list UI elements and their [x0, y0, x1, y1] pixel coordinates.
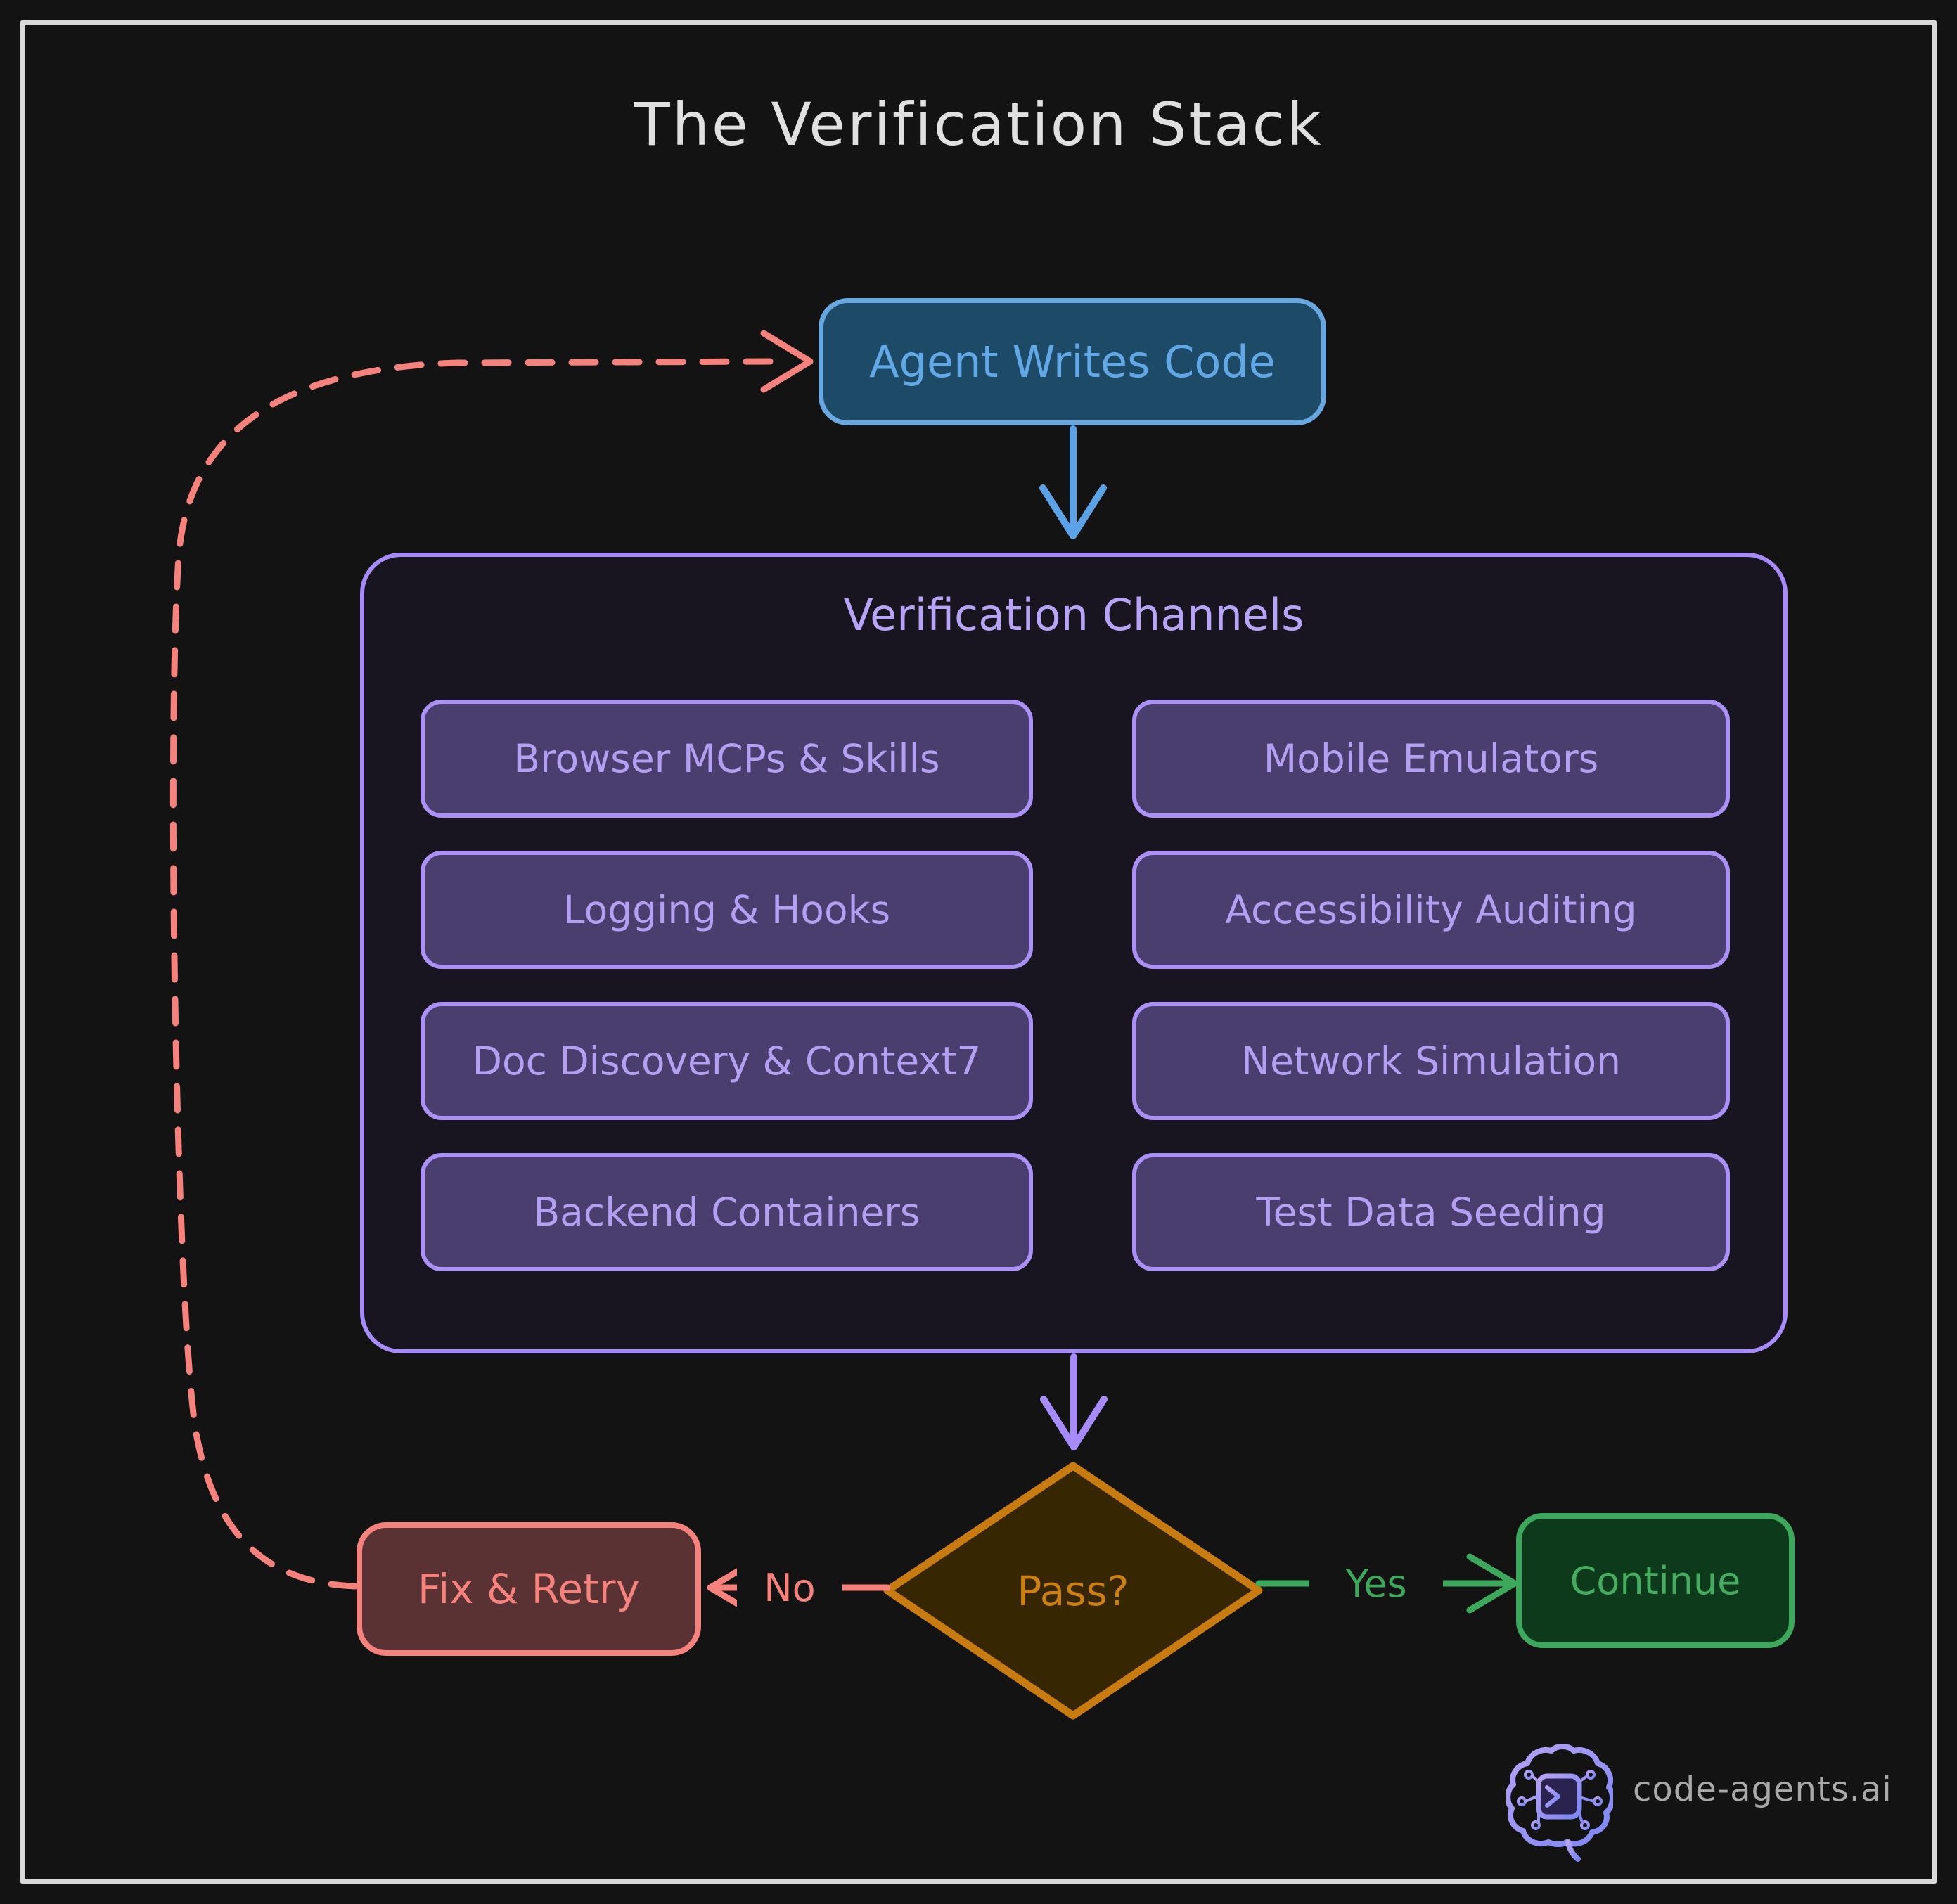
no-edge-label: No: [737, 1557, 842, 1619]
yes-edge-label: Yes: [1309, 1552, 1443, 1614]
brand-text: code-agents.ai: [1633, 1770, 1892, 1809]
channel-label: Network Simulation: [1240, 1038, 1622, 1083]
channel-label: Browser MCPs & Skills: [513, 736, 940, 781]
continue-node: Continue: [1516, 1513, 1795, 1648]
channel-label: Test Data Seeding: [1256, 1190, 1606, 1235]
brain-terminal-icon: [1506, 1744, 1613, 1862]
channels-to-decision-arrow: [1040, 1353, 1108, 1450]
channel-test-data-seeding: Test Data Seeding: [1132, 1153, 1730, 1271]
channel-label: Logging & Hooks: [563, 887, 891, 932]
channel-label: Accessibility Auditing: [1225, 887, 1637, 932]
decision-label: Pass?: [1017, 1567, 1129, 1615]
channel-backend-containers: Backend Containers: [421, 1153, 1033, 1271]
fail-node-label: Fix & Retry: [418, 1565, 640, 1613]
channel-label: Doc Discovery & Context7: [472, 1038, 982, 1083]
agent-to-channels-arrow: [1039, 425, 1107, 539]
channel-logging-hooks: Logging & Hooks: [421, 851, 1033, 969]
diagram-title: The Verification Stack: [634, 90, 1323, 159]
agent-writes-code-node: Agent Writes Code: [819, 298, 1326, 425]
channel-doc-discovery: Doc Discovery & Context7: [421, 1002, 1033, 1120]
agent-node-label: Agent Writes Code: [869, 336, 1276, 387]
verification-channels-title: Verification Channels: [843, 589, 1304, 641]
channel-accessibility-auditing: Accessibility Auditing: [1132, 851, 1730, 969]
success-node-label: Continue: [1570, 1558, 1741, 1603]
channel-label: Mobile Emulators: [1263, 736, 1599, 781]
channel-network-simulation: Network Simulation: [1132, 1002, 1730, 1120]
brand-logo: code-agents.ai: [1506, 1742, 1892, 1862]
channel-label: Backend Containers: [533, 1190, 920, 1235]
channel-browser-mcps: Browser MCPs & Skills: [421, 700, 1033, 818]
fix-and-retry-node: Fix & Retry: [357, 1522, 701, 1656]
channel-mobile-emulators: Mobile Emulators: [1132, 700, 1730, 818]
